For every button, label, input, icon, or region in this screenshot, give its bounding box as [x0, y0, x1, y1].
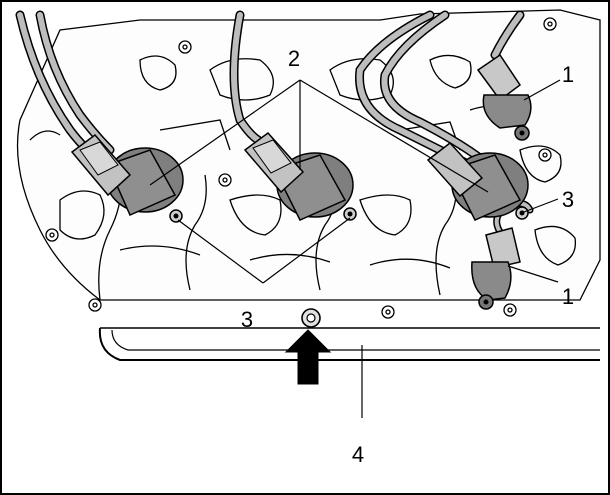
- wiring-harness: [15, 10, 534, 236]
- ignition-coil-right: [426, 141, 529, 221]
- head-bolts: [45, 17, 557, 319]
- sensor-upper: [476, 53, 532, 141]
- target-bolt: [301, 308, 321, 328]
- gasket-edge: [98, 327, 600, 361]
- callout-3-right: 3: [562, 187, 574, 212]
- callout-3-left: 3: [241, 307, 253, 332]
- callout-1-top: 1: [562, 62, 574, 87]
- sensor-lower: [471, 227, 521, 310]
- arrow-up-icon: [284, 329, 332, 385]
- ignition-coil-middle: [243, 131, 357, 221]
- ignition-coil-left: [70, 133, 184, 223]
- callout-2: 2: [288, 46, 300, 71]
- callout-1-bottom: 1: [562, 284, 574, 309]
- leader-lines: [149, 79, 561, 418]
- callout-4: 4: [352, 442, 364, 467]
